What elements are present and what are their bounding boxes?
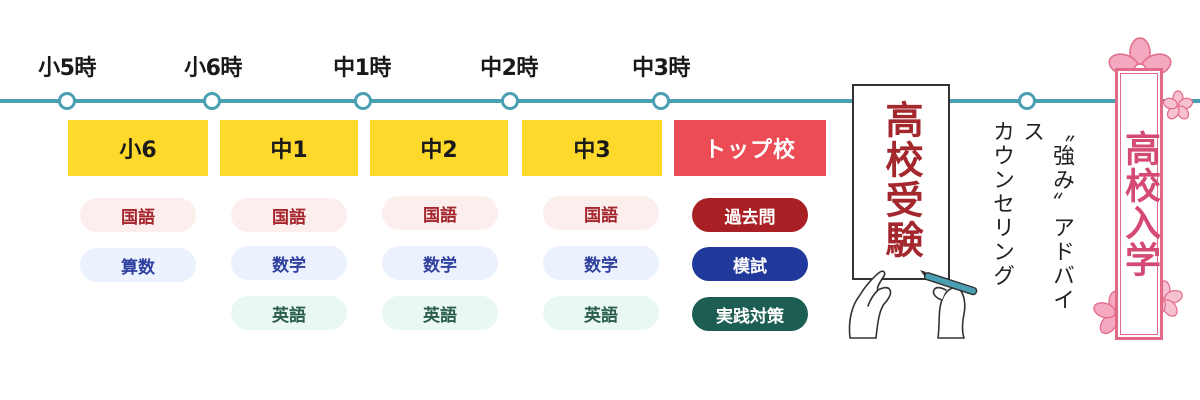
- subject-pill-japanese: 国語: [382, 196, 498, 230]
- entry-card-text: 高校入学: [1119, 130, 1160, 278]
- timeline-node: [203, 92, 221, 110]
- subject-pill-japanese: 国語: [231, 198, 347, 232]
- column-header-g6: 小6: [68, 120, 208, 176]
- timeline-node: [1018, 92, 1036, 110]
- hands-pen-illustration: [848, 270, 978, 339]
- advice-counseling-text: 〝強み〟アドバイス カウンセリング: [986, 120, 1076, 320]
- column-header-j2: 中2: [370, 120, 508, 176]
- subject-pill-english: 英語: [543, 296, 659, 330]
- timeline-node: [58, 92, 76, 110]
- column-header-top-school: トップ校: [674, 120, 826, 176]
- subject-pill-japanese: 国語: [543, 196, 659, 230]
- timeline-label-g6: 小6時: [184, 56, 242, 81]
- subject-pill-past-exams: 過去問: [692, 198, 808, 232]
- subject-pill-practice: 実践対策: [692, 297, 808, 331]
- subject-pill-japanese: 国語: [80, 198, 196, 232]
- timeline-label-g5: 小5時: [38, 56, 96, 81]
- subject-pill-arithmetic: 算数: [80, 248, 196, 282]
- timeline-node: [354, 92, 372, 110]
- advice-line-1: 〝強み〟アドバイス: [1019, 120, 1074, 312]
- exam-card: [852, 84, 950, 280]
- timeline-line: [0, 99, 1200, 103]
- timeline-node: [501, 92, 519, 110]
- entry-card-inner-border: [1120, 73, 1158, 335]
- subject-pill-mock-exam: 模試: [692, 247, 808, 281]
- subject-pill-math: 数学: [382, 246, 498, 280]
- subject-pill-math: 数学: [231, 246, 347, 280]
- entry-card: [1115, 68, 1163, 340]
- subject-pill-math: 数学: [543, 246, 659, 280]
- advice-line-2: カウンセリング: [989, 120, 1014, 288]
- timeline-label-j1: 中1時: [333, 56, 391, 81]
- subject-pill-english: 英語: [382, 296, 498, 330]
- timeline-node: [652, 92, 670, 110]
- subject-pill-english: 英語: [231, 296, 347, 330]
- column-header-j1: 中1: [220, 120, 358, 176]
- column-header-j3: 中3: [522, 120, 662, 176]
- timeline-label-j2: 中2時: [480, 56, 538, 81]
- exam-card-text: 高校受験: [879, 100, 923, 260]
- timeline-label-j3: 中3時: [632, 56, 690, 81]
